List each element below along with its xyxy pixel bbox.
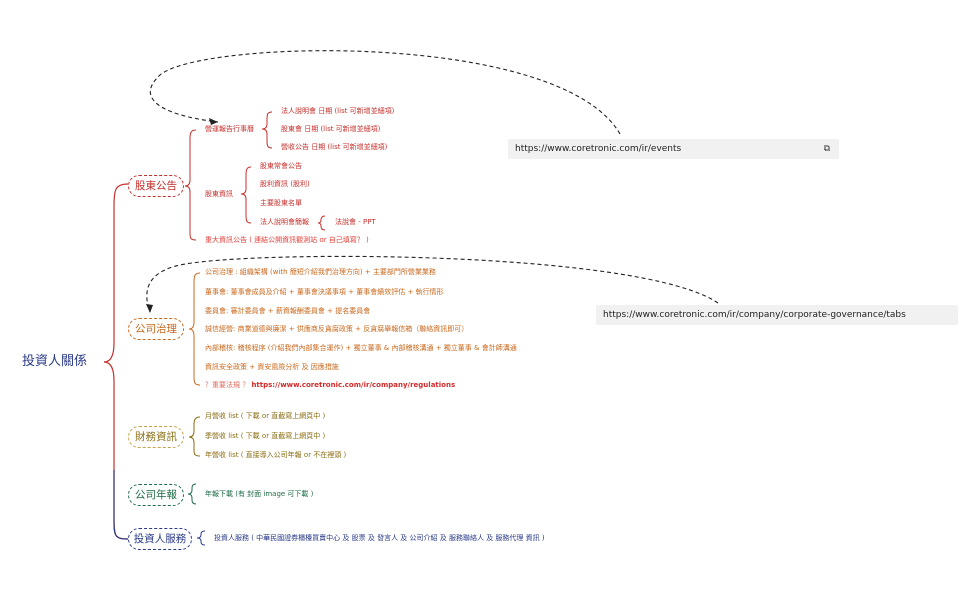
regulations-link[interactable]: https://www.coretronic.com/ir/company/re…	[251, 381, 456, 389]
list-item: 投資人服務 ( 中華民國證券櫃檯買賣中心 及 股票 及 發言人 及 公司介紹 及…	[214, 534, 545, 542]
list-item: 董事會: 董事會成員及介紹 + 董事會決議事項 + 董事會績效評估 + 執行情形	[205, 288, 444, 296]
list-item: 公司治理 : 組織架構 (with 簡短介紹我們治理方向) + 主要部門所營業業…	[205, 268, 436, 276]
governance-link-arrow	[146, 255, 719, 313]
node-shareholder-announcements[interactable]: 股東公告	[128, 175, 184, 197]
list-item: 法人說明會簡報	[260, 218, 309, 226]
events-link-card[interactable]: https://www.coretronic.com/ir/events ⧉	[508, 139, 839, 159]
list-item: 季營收 list ( 下載 or 直截寫上網頁中 )	[205, 432, 326, 440]
regulations-item: ？重要法規 ？ https://www.coretronic.com/ir/co…	[205, 382, 455, 389]
governance-url[interactable]: https://www.coretronic.com/ir/company/co…	[603, 310, 906, 320]
list-item: 月營收 list ( 下載 or 直截寫上網頁中 )	[205, 412, 326, 420]
ppt-item: 法說會 - PPT	[335, 218, 376, 226]
list-item: 年營收 list ( 直接導入公司年報 or 不在裡頭 )	[205, 451, 347, 459]
node-corporate-governance[interactable]: 公司治理	[128, 318, 184, 340]
list-item: 委員會: 審計委員會 + 薪資報酬委員會 + 提名委員會	[205, 307, 371, 315]
external-link-icon[interactable]: ⧉	[823, 144, 830, 154]
shareholder-bracket	[184, 129, 197, 241]
list-item: 法人說明會 日期 (list 可新增並細項)	[281, 107, 395, 115]
node-financial-info[interactable]: 財務資訊	[128, 426, 184, 448]
node-annual-report[interactable]: 公司年報	[128, 484, 184, 506]
governance-bracket	[188, 272, 201, 386]
governance-link-card[interactable]: https://www.coretronic.com/ir/company/co…	[596, 305, 958, 325]
list-item: 主要股東名單	[260, 199, 302, 207]
events-link-arrow	[149, 50, 621, 135]
root-bracket	[103, 183, 129, 540]
node-investor-service[interactable]: 投資人服務	[128, 528, 192, 550]
root-title: 投資人關係	[22, 354, 88, 369]
list-item: 資訊安全政策 + 資安風險分析 及 因應措施	[205, 363, 339, 371]
major-announcement: 重大資訊公告 ( 連結公開資訊觀測站 or 自己填寫？ )	[205, 236, 369, 244]
list-item: 股東常會公告	[260, 162, 302, 170]
list-item: 誠信經營: 商業道德與廉潔 + 供應商反貪腐政策 + 反貪腐舉報信箱（聯絡資訊即…	[205, 325, 469, 333]
regulations-prefix: ？重要法規 ？	[205, 381, 252, 389]
list-item: 股利資訊 (股利)	[260, 180, 310, 188]
sub-operating-calendar: 營運報告行事曆	[205, 125, 254, 133]
list-item: 內部稽核: 稽核程序 (介紹我們內部集合運作) + 獨立董事 & 內部稽核溝通 …	[205, 344, 517, 352]
list-item: 營收公告 日期 (list 可新增並細項)	[281, 143, 388, 151]
events-url[interactable]: https://www.coretronic.com/ir/events	[515, 144, 682, 154]
list-item: 股東會 日期 (list 可新增並細項)	[281, 125, 381, 133]
sub-shareholder-info: 股東資訊	[205, 190, 233, 198]
list-item: 年報下載 (有 封面 image 可下載 )	[205, 490, 314, 498]
